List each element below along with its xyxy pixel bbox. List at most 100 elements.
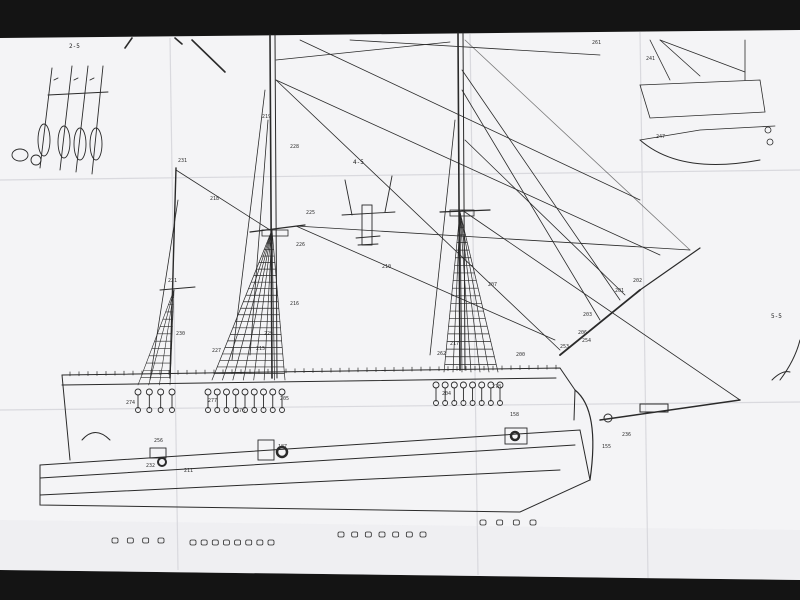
deadeye-lower [460, 400, 467, 406]
fore-mast [439, 32, 491, 371]
gun-carriage [245, 539, 253, 546]
part-number-label: 215 [256, 346, 265, 352]
part-number-label: 254 [582, 338, 591, 344]
part-number-label: 201 [615, 288, 624, 294]
shroud-line [222, 229, 273, 381]
deadeye-rows [134, 381, 504, 413]
gun-carriage [126, 537, 134, 544]
part-number-label: 205 [280, 396, 289, 402]
part-number-label: 210 [382, 264, 391, 270]
part-number-label: 226 [296, 242, 305, 248]
part-number-label: 236 [622, 432, 631, 438]
gun-carriage [496, 519, 504, 526]
deadeye-lower [242, 407, 248, 413]
part-number-label: 211 [184, 468, 193, 474]
detail-boxes: 2-5 4-5 5-5 [69, 43, 782, 320]
gun-carriage [392, 531, 400, 538]
deadeye-lower [135, 407, 141, 413]
part-number-label: 276 [236, 408, 245, 414]
deadeye-lower [232, 407, 239, 413]
shroud-line [459, 211, 463, 373]
deadeye-lower [442, 400, 449, 406]
part-number-labels: 2312182192282252262102072032012002022062… [126, 40, 665, 474]
part-number-label: 187 [278, 444, 287, 450]
part-number-label: 262 [437, 351, 446, 357]
shroud-line [211, 229, 273, 381]
part-number-label: 155 [602, 444, 611, 450]
shroud-line [271, 229, 286, 381]
gun-row [111, 519, 537, 546]
bow-fitting-detail [639, 39, 776, 165]
part-number-label: 217 [450, 341, 459, 347]
part-number-label: 261 [592, 40, 601, 46]
part-number-label: 207 [488, 282, 497, 288]
shroud-line [271, 229, 275, 381]
gun-carriage [351, 531, 359, 538]
deadeye-lower [451, 400, 458, 406]
gun-carriage [157, 537, 165, 544]
detail-label-4: 4-5 [353, 159, 364, 166]
shroud-line [443, 211, 461, 373]
part-number-label: 204 [442, 391, 451, 397]
gun-carriage [200, 539, 208, 546]
gun-carriage [378, 531, 386, 538]
gun-carriage [364, 531, 372, 538]
gun-carriage [111, 537, 119, 544]
stem-detail [771, 339, 800, 381]
mizzen-mast-shrouds [137, 289, 175, 386]
deadeye-lower [469, 400, 476, 406]
part-number-label: 216 [290, 301, 299, 307]
part-number-label: 221 [168, 278, 177, 284]
paper-sheet [0, 30, 800, 580]
rigging-drawing [11, 32, 800, 546]
part-number-label: 218 [210, 196, 219, 202]
part-number-label: 241 [646, 56, 655, 62]
deadeye-lower [279, 407, 285, 413]
deadeye-lower [251, 407, 258, 413]
paper-shadow [0, 520, 800, 580]
fold-creases [0, 31, 800, 579]
shroud-line [263, 229, 273, 381]
deadeye-lower [478, 400, 485, 406]
part-number-label: 225 [306, 210, 315, 216]
deadeye-lower [146, 407, 153, 413]
gun-carriage [479, 519, 487, 526]
shroud-line [232, 229, 273, 381]
part-number-label: 247 [656, 134, 665, 140]
shroud-line [459, 211, 472, 373]
gun-carriage [529, 519, 537, 526]
detail-label-2: 2-5 [69, 43, 80, 50]
gun-carriage [211, 539, 219, 546]
gun-carriage [512, 519, 520, 526]
deadeye-lower [169, 407, 175, 413]
gun-carriage [419, 531, 427, 538]
part-number-label: 229 [264, 331, 273, 337]
shroud-line [169, 289, 175, 386]
part-number-label: 206 [578, 330, 587, 336]
part-number-label: 202 [633, 278, 642, 284]
shroud-line [459, 211, 499, 373]
shroud-line [452, 211, 461, 373]
belaying-rack-detail [11, 65, 109, 175]
part-number-label: 219 [262, 114, 271, 120]
shroud-line [459, 211, 490, 373]
gun-carriage [405, 531, 413, 538]
detail-label-5: 5-5 [771, 313, 782, 320]
part-number-label: 253 [560, 344, 569, 350]
deadeye-lower [260, 407, 267, 413]
bowsprit [559, 247, 741, 423]
part-number-label: 274 [126, 400, 135, 406]
main-mast-shrouds [211, 229, 286, 381]
part-number-label: 232 [146, 463, 155, 469]
part-number-label: 228 [290, 144, 299, 150]
gun-carriage [234, 539, 241, 546]
part-number-label: 230 [176, 331, 185, 337]
shroud-line [148, 289, 175, 386]
part-number-label: 200 [516, 352, 525, 358]
deadeye-lower [157, 407, 164, 413]
fore-mast-shrouds [443, 211, 499, 373]
spar-fragments [124, 37, 226, 73]
gun-carriage [267, 539, 275, 546]
crosstree-detail [341, 175, 396, 246]
